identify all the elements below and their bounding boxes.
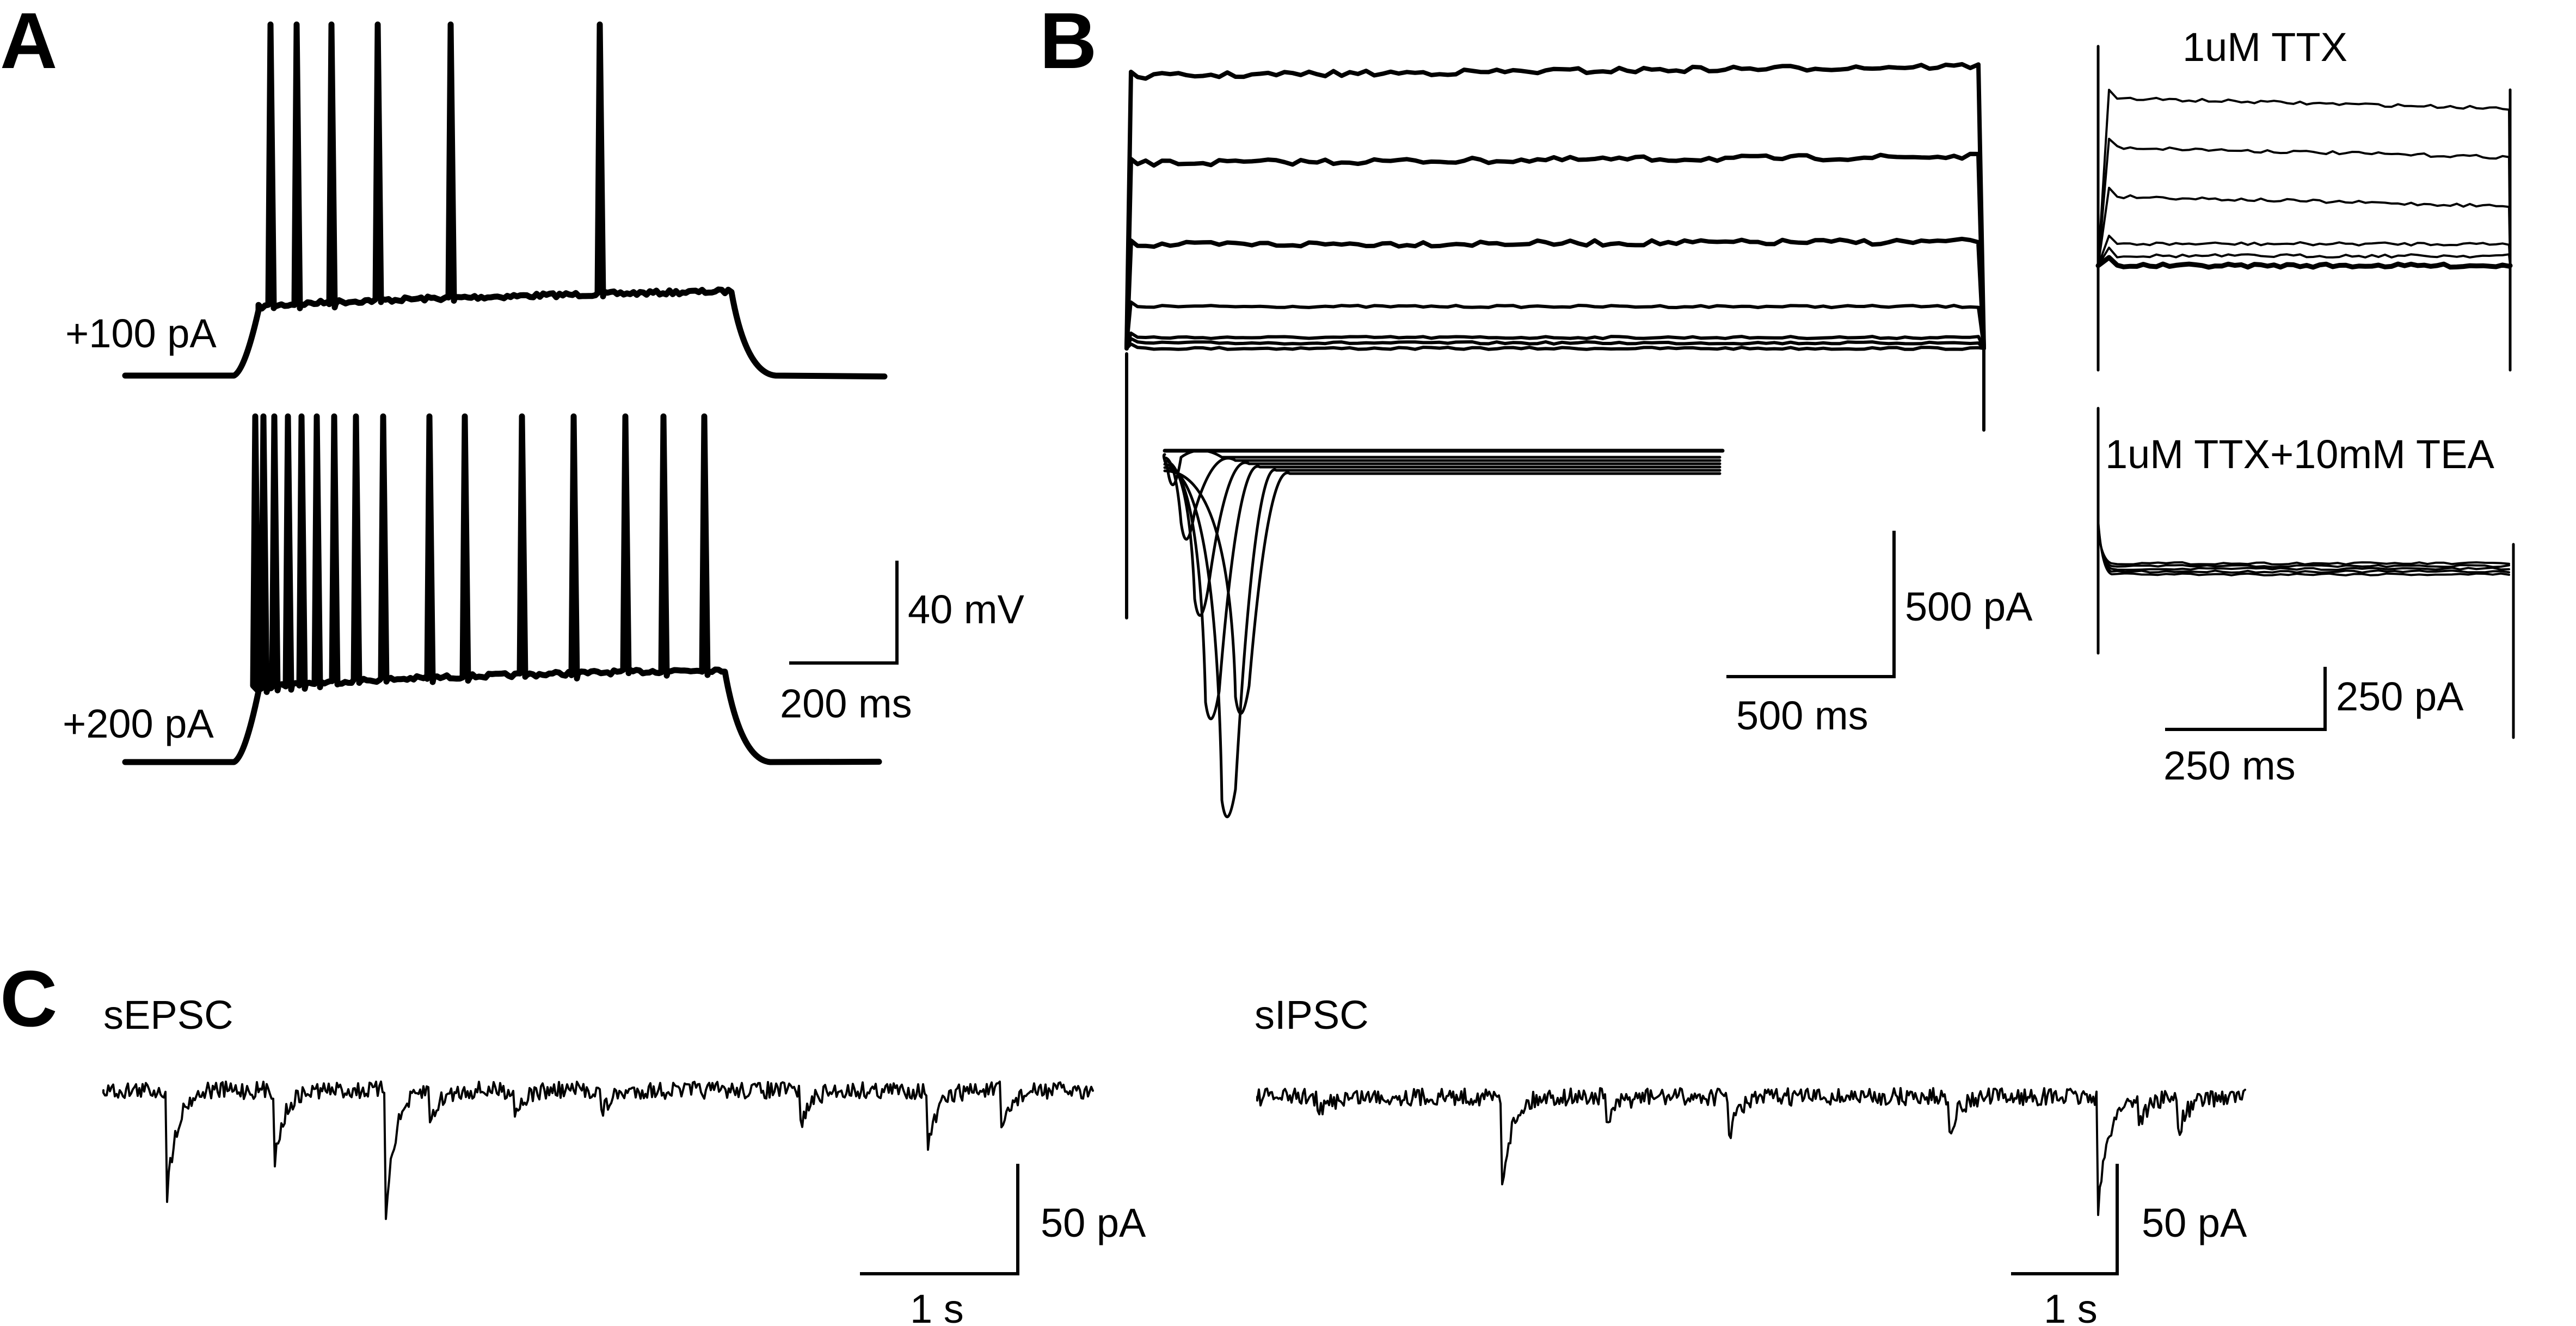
inward-current-trace <box>1163 459 1722 617</box>
scale-bar-b-current: 500 pA <box>1905 584 2033 629</box>
current-clamp-trace-100pa <box>122 21 888 380</box>
outward-current-trace <box>2097 519 2510 576</box>
panel-c: C sEPSC sIPSC 50 pA 1 s 50 pA 1 s <box>0 954 2247 1326</box>
outward-current-trace <box>2097 235 2511 267</box>
inset-traces-ttx-tea <box>2097 407 2515 739</box>
outward-current-trace <box>2097 524 2510 571</box>
scale-bar-c-sepsc-current: 50 pA <box>1041 1200 1146 1245</box>
outward-current-trace <box>2097 521 2510 574</box>
voltage-step-trace <box>1124 62 1986 351</box>
outward-current-trace <box>2097 138 2511 267</box>
scale-bar-c-sepsc <box>860 1164 1019 1275</box>
panel-c-label: C <box>0 954 57 1043</box>
scale-bar-b-inset <box>2165 667 2327 731</box>
scale-bar-c-sipsc-current: 50 pA <box>2142 1200 2247 1245</box>
panel-a: A +100 pA +200 pA 40 mV 200 ms <box>0 0 1025 765</box>
scale-bar-a <box>789 561 899 665</box>
outward-current-trace <box>2097 89 2511 267</box>
voltage-step-trace <box>1124 236 1986 351</box>
inward-current-trace <box>1163 466 1722 819</box>
panel-b-label: B <box>1040 0 1097 85</box>
scale-bar-b-time: 500 ms <box>1736 693 1868 738</box>
voltage-step-trace <box>1125 300 1985 350</box>
inward-current-trace <box>1163 456 1722 541</box>
scale-bar-b-inset-current: 250 pA <box>2336 674 2464 719</box>
outward-current-trace <box>2095 255 2513 270</box>
voltage-clamp-family-traces <box>1124 62 1986 619</box>
inward-current-trace <box>1163 469 1722 715</box>
voltage-step-trace <box>1125 331 1985 350</box>
inset-title-ttx-tea: 1uM TTX+10mM TEA <box>2105 432 2495 477</box>
outward-current-trace <box>2097 247 2511 267</box>
voltage-step-trace <box>1125 342 1985 351</box>
inset-traces-ttx <box>2095 45 2513 372</box>
sepsc-trace <box>102 1081 1094 1220</box>
current-clamp-trace-200pa <box>122 413 882 765</box>
voltage-step-trace <box>1124 151 1986 351</box>
trace-label-200pa: +200 pA <box>63 701 214 746</box>
panel-a-label: A <box>0 0 57 85</box>
outward-current-trace <box>2097 187 2511 267</box>
scale-bar-b-inset-time: 250 ms <box>2163 743 2296 788</box>
outward-current-trace <box>2097 527 2510 568</box>
panel-b: B 500 pA 500 ms 1uM TTX 1uM TTX+10mM TEA… <box>1040 0 2515 819</box>
trace-title-sipsc: sIPSC <box>1255 992 1369 1038</box>
inward-current-trace <box>1163 463 1722 721</box>
trace-label-100pa: +100 pA <box>65 311 217 356</box>
outward-current-trace <box>2097 530 2510 566</box>
sipsc-trace <box>1256 1087 2246 1216</box>
voltage-step-trace <box>1125 337 1985 350</box>
inward-current-traces <box>1162 449 1725 819</box>
trace-title-sepsc: sEPSC <box>103 992 233 1038</box>
scale-bar-b <box>1726 531 1896 678</box>
inset-title-ttx: 1uM TTX <box>2182 24 2347 70</box>
scale-bar-c-sipsc-time: 1 s <box>2044 1286 2098 1326</box>
scale-bar-a-time: 200 ms <box>780 681 912 726</box>
scale-bar-a-voltage: 40 mV <box>908 587 1025 632</box>
scale-bar-c-sipsc <box>2011 1164 2119 1275</box>
scale-bar-c-sepsc-time: 1 s <box>910 1286 964 1326</box>
